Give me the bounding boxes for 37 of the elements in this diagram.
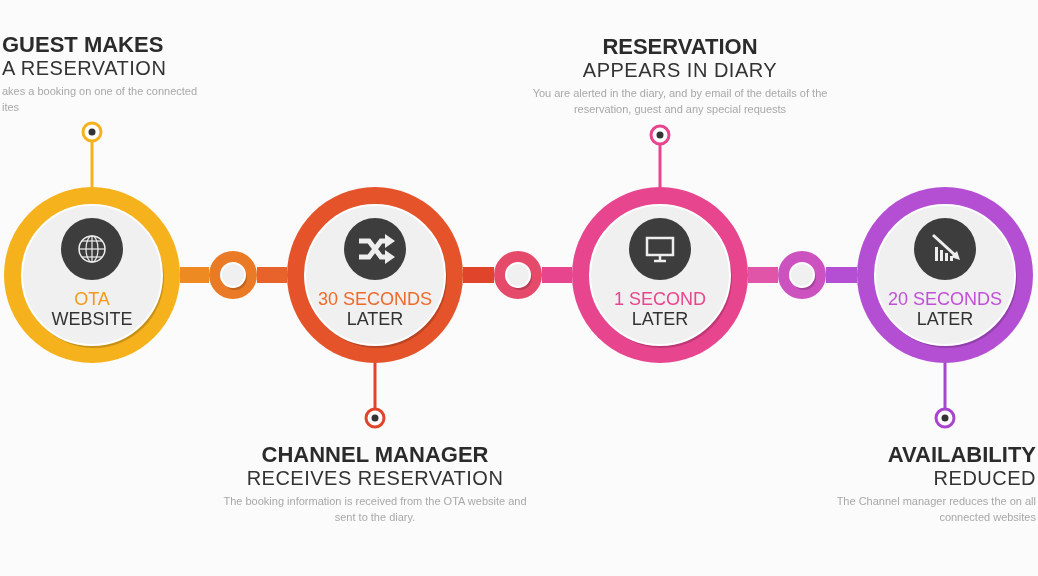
- step-time: 20 SECONDS: [887, 289, 1002, 309]
- step-heading: AVAILABILITY: [886, 442, 1036, 467]
- leader-line: [934, 363, 956, 429]
- step-subheading: REDUCED: [932, 467, 1036, 490]
- step-time-note: WEBSITE: [51, 309, 133, 329]
- step-description: The Channel manager reduces the on all connected websites: [835, 494, 1036, 525]
- leader-line: [364, 363, 386, 429]
- connector-band: [257, 267, 287, 283]
- step-subheading: RECEIVES RESERVATION: [245, 467, 505, 490]
- step-time: OTA: [74, 289, 110, 309]
- step-heading: RESERVATION: [601, 34, 759, 59]
- step-description: akes a booking on one of the connected ites: [2, 84, 199, 115]
- connector-band: [826, 267, 857, 283]
- connector-circle: [494, 251, 542, 299]
- step-heading: CHANNEL MANAGER: [260, 442, 490, 467]
- step-heading: GUEST MAKES: [2, 32, 165, 57]
- step-time-note: LATER: [916, 309, 974, 329]
- leader-line: [649, 124, 671, 187]
- connector-band: [180, 267, 209, 283]
- step-subheading: APPEARS IN DIARY: [581, 59, 779, 82]
- step-time: 1 SECOND: [614, 289, 706, 309]
- connector-band: [748, 267, 778, 283]
- step-description: You are alerted in the diary, and by email of the details of the reservation, guest and any special requests: [531, 86, 829, 117]
- step-circle: [857, 187, 1033, 363]
- connector-circle: [778, 251, 826, 299]
- connector-band: [542, 267, 572, 283]
- step-circle: [572, 187, 748, 363]
- step-description: The booking information is received from the OTA website and sent to the diary.: [222, 494, 528, 525]
- leader-line: [81, 121, 103, 187]
- connector-circle: [209, 251, 257, 299]
- step-time-note: LATER: [631, 309, 689, 329]
- step-circle: [4, 187, 180, 363]
- step-circle: [287, 187, 463, 363]
- step-subheading: A RESERVATION: [2, 57, 168, 80]
- step-time: 30 SECONDS: [317, 289, 432, 309]
- step-time-note: LATER: [346, 309, 404, 329]
- connector-band: [463, 267, 494, 283]
